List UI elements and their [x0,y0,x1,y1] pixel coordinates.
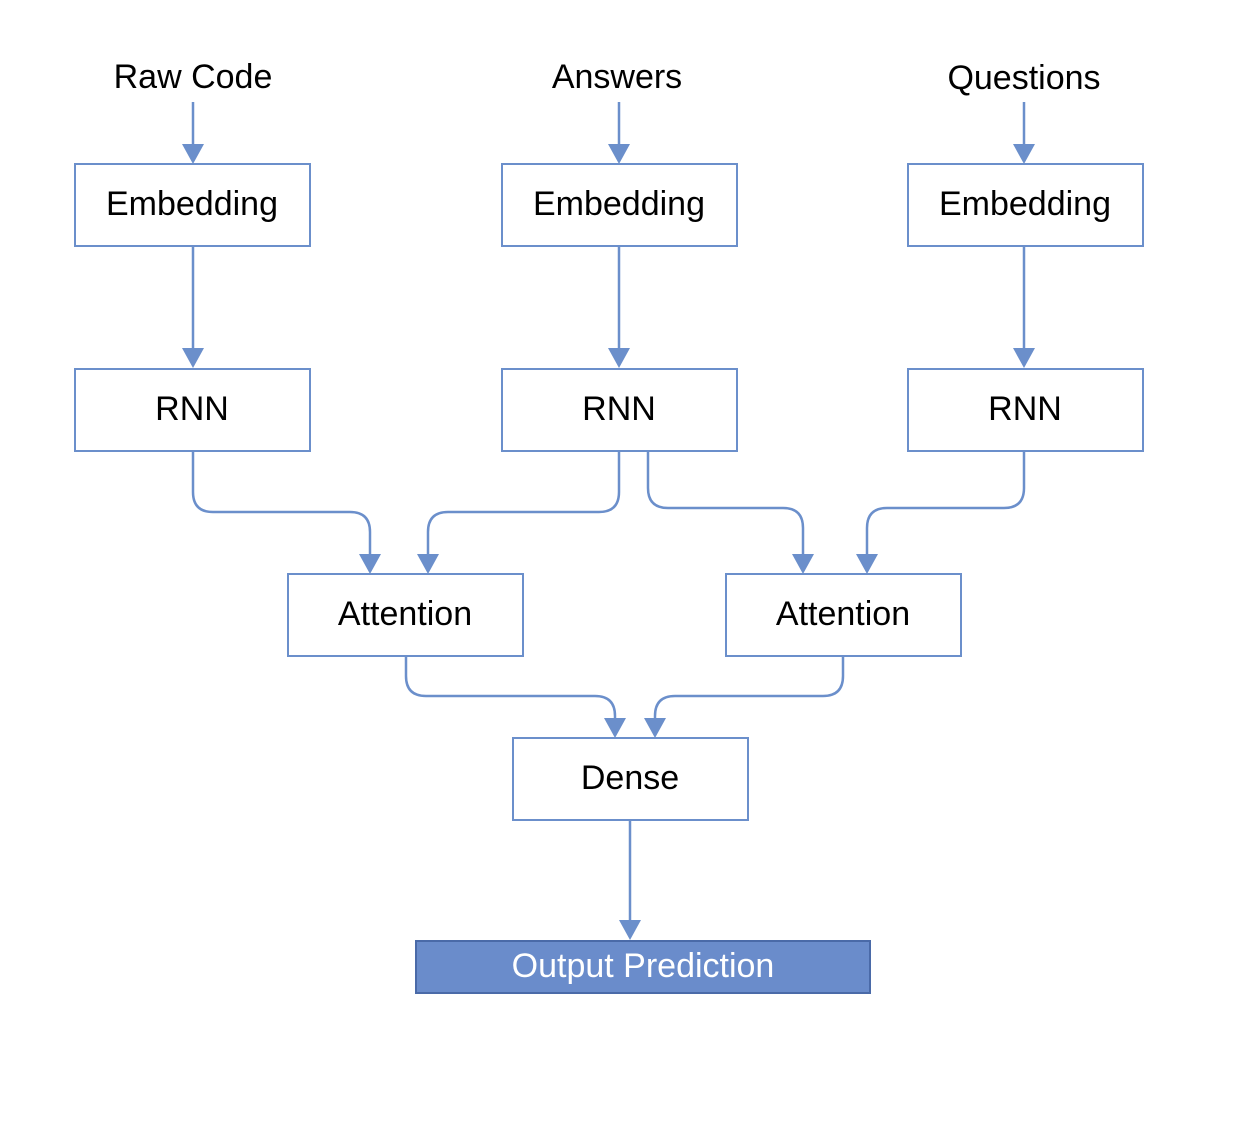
node-dense-label: Dense [581,759,679,797]
edge-rnn-answers-attention-right [646,451,805,558]
arrowhead-rnn-answers-attention-right [792,554,814,574]
arrowhead-embedding-rnn-answers [608,348,630,368]
arrowhead-rnn-code-attention-left [359,554,381,574]
node-rnn-questions: RNN [907,368,1144,452]
embedding-layer: Embedding Embedding Embedding [74,163,1144,247]
arrowhead-rnn-questions-attention-right [856,554,878,574]
node-attention-left: Attention [287,573,524,657]
attention-layer: Attention Attention [287,573,962,657]
edges [182,102,1035,940]
node-embedding-code-label: Embedding [106,185,278,223]
node-output-box [415,940,871,994]
node-rnn-code: RNN [74,368,311,452]
node-rnn-questions-box [907,368,1144,452]
node-embedding-questions-label: Embedding [939,185,1111,223]
node-attention-right-box [725,573,962,657]
node-output: Output Prediction [415,940,871,994]
node-dense: Dense [512,737,749,821]
arrowhead-questions-embedding [1013,144,1035,164]
node-embedding-answers-box [501,163,738,247]
node-embedding-answers: Embedding [501,163,738,247]
node-rnn-answers-box [501,368,738,452]
node-rnn-answers-label: RNN [582,390,656,428]
node-attention-left-label: Attention [338,595,472,633]
node-output-label: Output Prediction [512,947,775,985]
arrowhead-rnn-answers-attention-left [417,554,439,574]
node-embedding-questions-box [907,163,1144,247]
arrowhead-answers-embedding [608,144,630,164]
node-embedding-questions: Embedding [907,163,1144,247]
arrowhead-embedding-rnn-questions [1013,348,1035,368]
arrowhead-attention-left-dense [604,718,626,738]
rnn-layer: RNN RNN RNN [74,368,1144,452]
input-labels: Raw Code Answers Questions [114,58,1101,97]
input-label-raw-code: Raw Code [114,58,273,96]
node-embedding-code: Embedding [74,163,311,247]
node-embedding-answers-label: Embedding [533,185,705,223]
arrowhead-embedding-rnn-code [182,348,204,368]
node-rnn-code-label: RNN [155,390,229,428]
node-dense-box [512,737,749,821]
edge-rnn-code-attention-left [191,451,372,558]
node-attention-left-box [287,573,524,657]
edge-attention-left-dense [404,656,617,722]
node-rnn-code-box [74,368,311,452]
arrowhead-dense-output [619,920,641,940]
edge-rnn-answers-attention-left [426,451,621,558]
node-attention-right-label: Attention [776,595,910,633]
edge-rnn-questions-attention-right [865,451,1026,558]
arrowhead-rawcode-embedding [182,144,204,164]
node-rnn-questions-label: RNN [988,390,1062,428]
arrowhead-attention-right-dense [644,718,666,738]
node-attention-right: Attention [725,573,962,657]
node-rnn-answers: RNN [501,368,738,452]
node-embedding-code-box [74,163,311,247]
edge-attention-right-dense [653,656,845,722]
input-label-questions: Questions [947,59,1100,97]
input-label-answers: Answers [552,58,682,96]
